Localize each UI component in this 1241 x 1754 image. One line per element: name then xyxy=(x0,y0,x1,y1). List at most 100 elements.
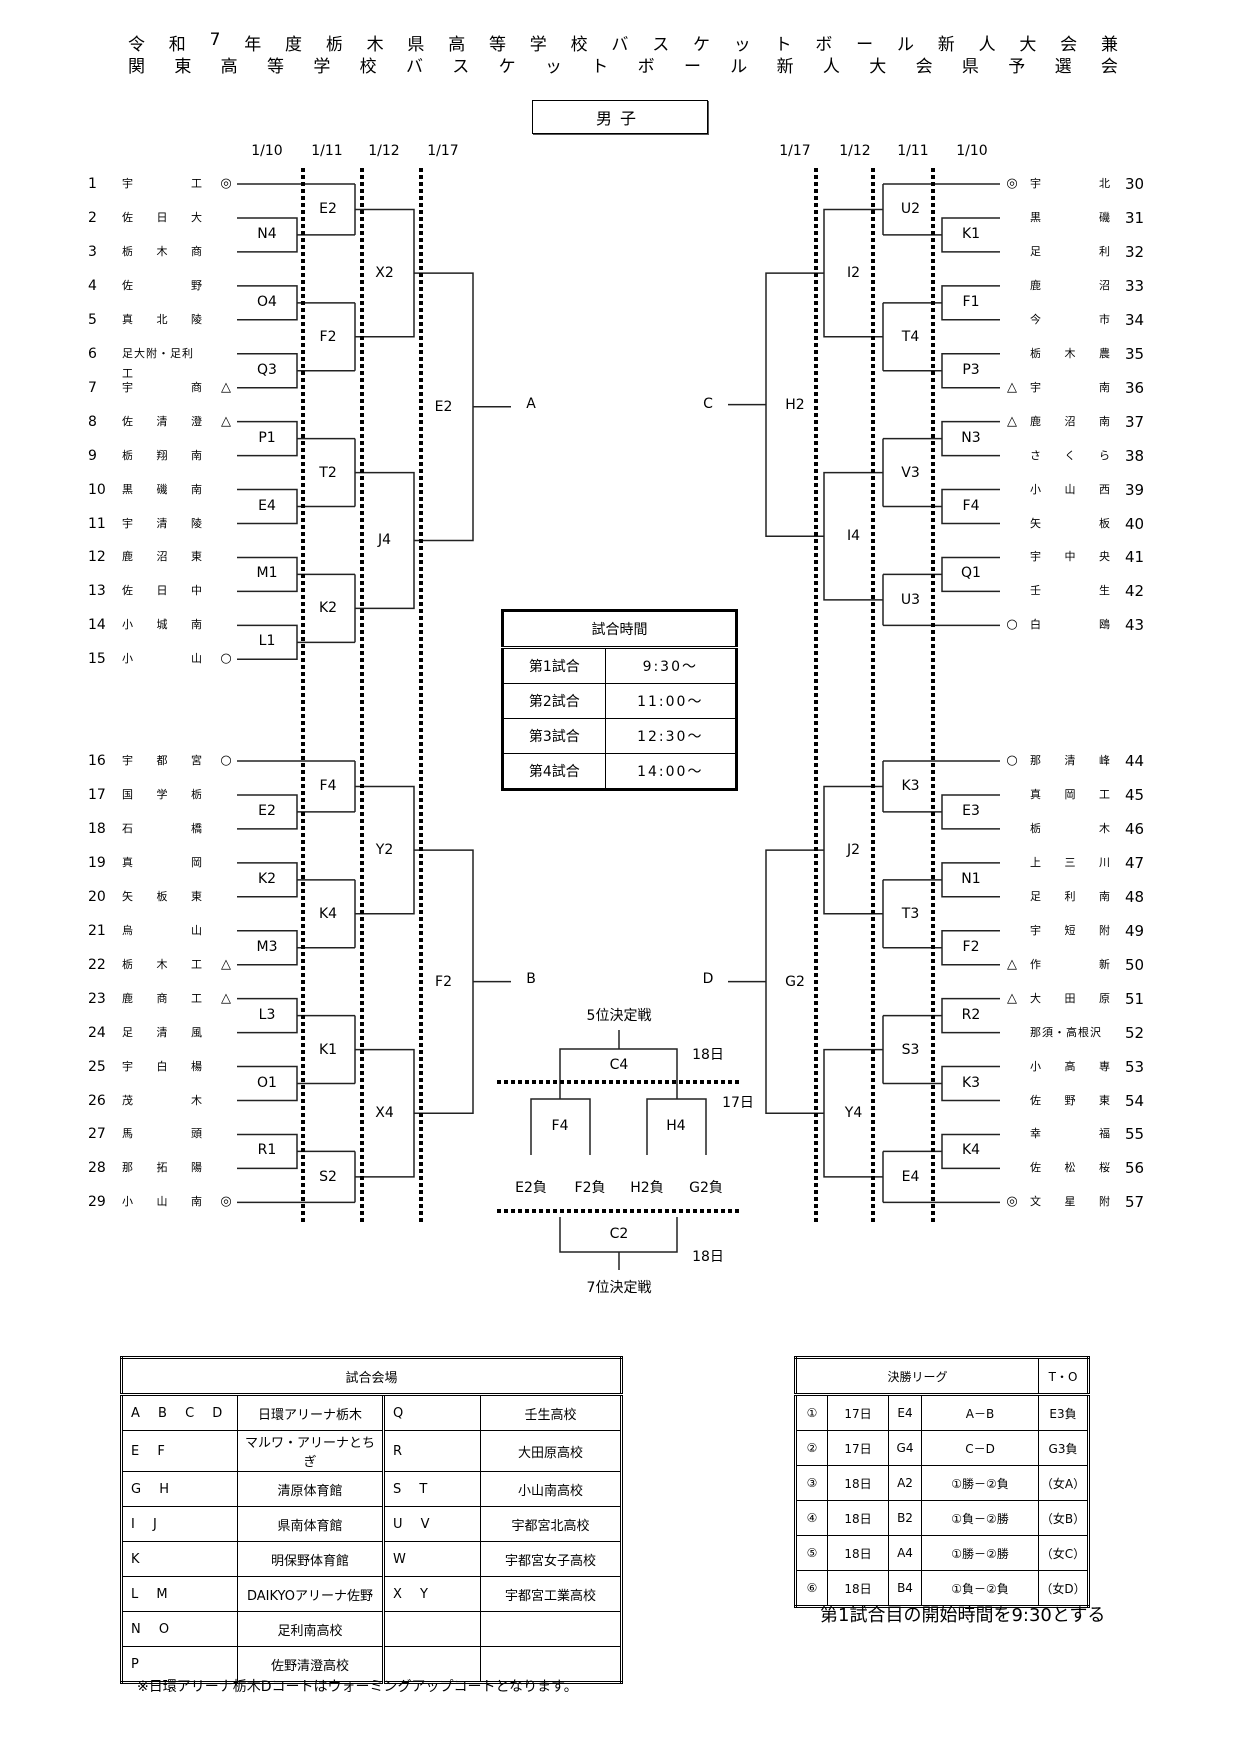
league-day: 18日 xyxy=(827,1465,889,1501)
date-left-r3: 1/12 xyxy=(368,143,400,159)
venue-name: マルワ・アリーナとちぎ xyxy=(237,1430,384,1472)
round1-game-label: K3 xyxy=(961,1074,981,1091)
league-day: 18日 xyxy=(827,1570,889,1607)
league-game-number: ① xyxy=(795,1394,828,1431)
title-char: 栃 xyxy=(325,35,343,55)
league-table-official: E3負 xyxy=(1038,1394,1089,1431)
league-table-official: G3負 xyxy=(1038,1430,1089,1466)
seed-mark: ◎ xyxy=(220,176,232,191)
team-name: 佐清澄 xyxy=(122,414,202,428)
venue-code: P xyxy=(121,1646,238,1683)
team-name: 小山西 xyxy=(1030,482,1110,496)
team-name: 壬 生 xyxy=(1030,584,1110,598)
title-char: 木 xyxy=(366,35,384,55)
venue-note: ※日環アリーナ栃木Dコートはウォーミングアップコートとなります。 xyxy=(137,1679,578,1695)
gender-label: 男子 xyxy=(532,100,708,134)
loser-label: H2負 xyxy=(630,1180,664,1196)
league-court: A2 xyxy=(888,1465,922,1501)
seed-mark: △ xyxy=(221,990,231,1006)
team-name: 那拓陽 xyxy=(122,1161,202,1175)
round1-game-label: R1 xyxy=(257,1142,277,1159)
block-label-b: B xyxy=(526,971,536,987)
round2-game-label: V3 xyxy=(901,464,920,481)
team-number: 26 xyxy=(88,1092,106,1109)
team-name: 佐 野 xyxy=(122,278,202,292)
seed-mark: △ xyxy=(1007,413,1017,429)
seed-mark: △ xyxy=(1007,379,1017,395)
league-game-number: ③ xyxy=(795,1465,828,1501)
title-char: 会 xyxy=(1060,35,1078,55)
title-char: ボ xyxy=(815,35,833,55)
team-number: 30 xyxy=(1125,175,1145,193)
team-name: 真北陵 xyxy=(122,312,202,326)
venue-code: S T xyxy=(382,1471,481,1507)
title-char: 兼 xyxy=(1100,35,1118,55)
venue-code: R xyxy=(382,1430,481,1472)
team-number: 19 xyxy=(88,854,106,871)
title-line-2: 関東高等学校バスケットボール新人大会県予選会 xyxy=(128,52,1118,77)
title-char: 7 xyxy=(209,30,221,50)
seventh-place-game: C2 xyxy=(609,1226,629,1242)
team-name: 鹿 沼 xyxy=(1030,278,1110,292)
team-number: 33 xyxy=(1125,276,1145,295)
league-day: 17日 xyxy=(827,1394,889,1431)
league-table-official: （女B） xyxy=(1038,1500,1089,1536)
team-number: 22 xyxy=(88,956,106,973)
venue-name: 宇都宮女子高校 xyxy=(480,1541,622,1577)
team-name: 那清峰 xyxy=(1030,754,1110,767)
time-row-time: 12:30～ xyxy=(604,718,738,754)
round3-game-label: J4 xyxy=(377,532,392,549)
seed-mark: ◎ xyxy=(1006,176,1018,191)
team-name: 茂 木 xyxy=(122,1093,202,1107)
league-day: 18日 xyxy=(827,1535,889,1571)
team-number: 55 xyxy=(1125,1125,1145,1144)
round1-game-label: P3 xyxy=(962,361,980,378)
team-number: 48 xyxy=(1125,887,1145,906)
league-table-official: （女C） xyxy=(1038,1535,1089,1571)
venue-name: 日環アリーナ栃木 xyxy=(237,1394,384,1431)
seed-mark: ○ xyxy=(220,753,232,768)
team-name: 真岡工 xyxy=(1030,787,1110,801)
seed-mark: ◎ xyxy=(1006,1194,1018,1210)
title-char: 会 xyxy=(915,57,933,77)
title-char: 度 xyxy=(285,35,303,55)
round1-game-label: M1 xyxy=(256,565,278,582)
team-number: 34 xyxy=(1125,310,1145,329)
title-char: 校 xyxy=(570,35,588,55)
title-char: ト xyxy=(774,35,792,55)
round2-game-label: K4 xyxy=(318,905,338,922)
round1-game-label: L1 xyxy=(258,633,276,650)
venue-code: U V xyxy=(382,1506,481,1542)
league-court: E4 xyxy=(888,1394,922,1431)
date-right-r2: 1/11 xyxy=(897,143,929,159)
team-name: 黒磯南 xyxy=(122,482,202,496)
date-left-r4: 1/17 xyxy=(427,143,459,159)
team-name: 烏 山 xyxy=(122,923,202,937)
team-name: 宇 商 xyxy=(122,380,202,394)
team-name: 小城南 xyxy=(122,618,202,632)
round1-game-label: P1 xyxy=(258,429,276,446)
round2-game-label: U3 xyxy=(900,591,921,608)
title-char: ッ xyxy=(733,35,751,55)
seed-mark: ◎ xyxy=(220,1194,232,1210)
team-name: 文星附 xyxy=(1030,1195,1110,1209)
title-char: ー xyxy=(683,57,701,77)
round3-game-label: I2 xyxy=(846,265,861,282)
seed-mark: ○ xyxy=(1006,753,1018,768)
title-char: 等 xyxy=(266,57,284,77)
team-name: 栃木商 xyxy=(122,244,202,258)
title-char: 人 xyxy=(978,35,996,55)
team-number: 9 xyxy=(88,447,97,464)
league-table-to-header: T・O xyxy=(1038,1357,1089,1396)
round1-game-label: K1 xyxy=(961,225,981,242)
round1-game-label: Q3 xyxy=(257,361,277,378)
team-number: 56 xyxy=(1125,1159,1145,1178)
